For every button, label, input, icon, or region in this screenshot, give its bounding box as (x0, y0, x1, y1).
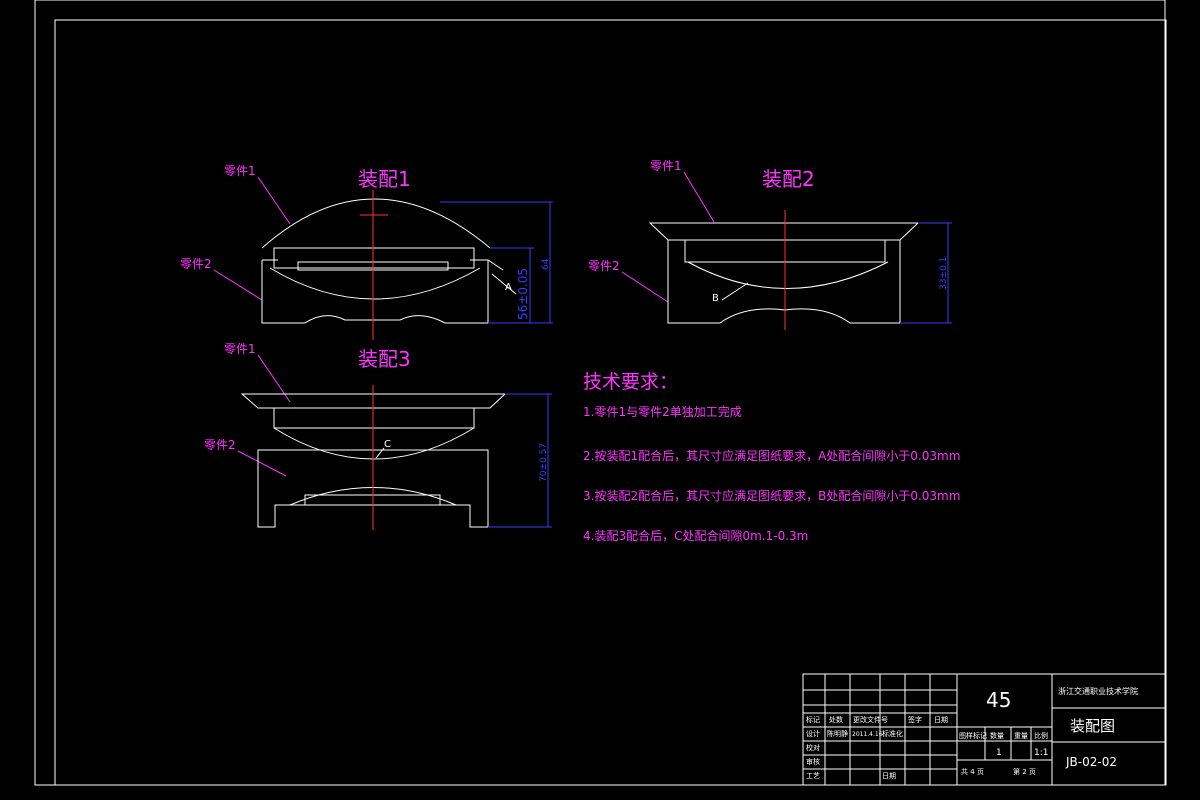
assembly-1-dim-fit: 56±0.05 (516, 268, 530, 320)
tech-item-4: 4.装配3配合后，C处配合间隙0m.1-0.3m (583, 528, 808, 543)
tech-item-3: 3.按装配2配合后，其尺寸应满足图纸要求，B处配合间隙小于0.03mm (583, 488, 960, 503)
standardization: 标准化 (882, 729, 903, 738)
drawing-name: 装配图 (1070, 717, 1115, 735)
drawing-number: JB-02-02 (1065, 755, 1117, 769)
designer: 陈明静 (827, 729, 848, 738)
row-label-process: 工艺 (806, 772, 820, 780)
assembly-1: 装配1 零件1 零件2 56±0.05 64 A (180, 164, 553, 340)
material: 45 (986, 688, 1011, 712)
quantity: 1 (996, 748, 1002, 758)
col-label-count: 处数 (829, 715, 843, 724)
assembly-2-dim-total: 33±0.1 (939, 257, 949, 290)
assembly-2-title: 装配2 (762, 167, 815, 191)
scale: 1:1 (1034, 748, 1048, 758)
assembly-3-part2-label: 零件2 (204, 438, 236, 452)
assembly-3-title: 装配3 (358, 347, 411, 371)
col-label-sign: 签字 (908, 715, 922, 724)
weight-label: 数量 (990, 731, 1004, 740)
mass-label: 重量 (1014, 732, 1028, 740)
total-sheets: 共 4 页 (961, 767, 984, 776)
tech-requirements: 技术要求： 1.零件1与零件2单独加工完成 2.按装配1配合后，其尺寸应满足图纸… (583, 371, 960, 543)
assembly-3-label-c: C (384, 439, 391, 450)
assembly-1-part2-label: 零件2 (180, 257, 212, 271)
col-label-change: 更改文件号 (853, 715, 888, 724)
row-label-design: 设计 (806, 729, 820, 738)
scale-label: 比例 (1034, 731, 1048, 740)
assembly-1-dim-total: 64 (541, 258, 551, 270)
sheet-number: 第 2 页 (1013, 767, 1036, 776)
row-label-review: 审核 (806, 757, 820, 766)
school-name: 浙江交通职业技术学院 (1058, 686, 1138, 696)
tech-item-1: 1.零件1与零件2单独加工完成 (583, 404, 742, 419)
tech-item-2: 2.按装配1配合后，其尺寸应满足图纸要求，A处配合间隙小于0.03mm (583, 448, 960, 463)
tech-heading: 技术要求： (583, 371, 678, 393)
approve-date: 日期 (882, 772, 896, 780)
assembly-2-part1-label: 零件1 (650, 159, 682, 173)
design-date: 2011.4.16 (852, 731, 883, 738)
stage-label: 图样标记 (959, 731, 987, 740)
assembly-1-title: 装配1 (358, 167, 411, 191)
inner-frame (54, 19, 1167, 786)
assembly-3-part1-label: 零件1 (224, 342, 256, 356)
assembly-3-dim-total: 70±0.57 (539, 443, 549, 482)
assembly-1-part1-label: 零件1 (224, 164, 256, 178)
row-label-check: 校对 (806, 743, 820, 752)
assembly-2-part2-label: 零件2 (588, 259, 620, 273)
col-label-date: 日期 (934, 716, 948, 724)
title-block: 45 浙江交通职业技术学院 装配图 JB-02-02 标记 处数 更改文件号 签… (802, 673, 1166, 786)
assembly-3: 装配3 零件1 零件2 70±0.57 C (204, 342, 552, 530)
col-label-mark: 标记 (806, 715, 820, 724)
assembly-2: 装配2 零件1 零件2 33±0.1 B (588, 159, 952, 330)
assembly-2-label-b: B (712, 293, 719, 304)
